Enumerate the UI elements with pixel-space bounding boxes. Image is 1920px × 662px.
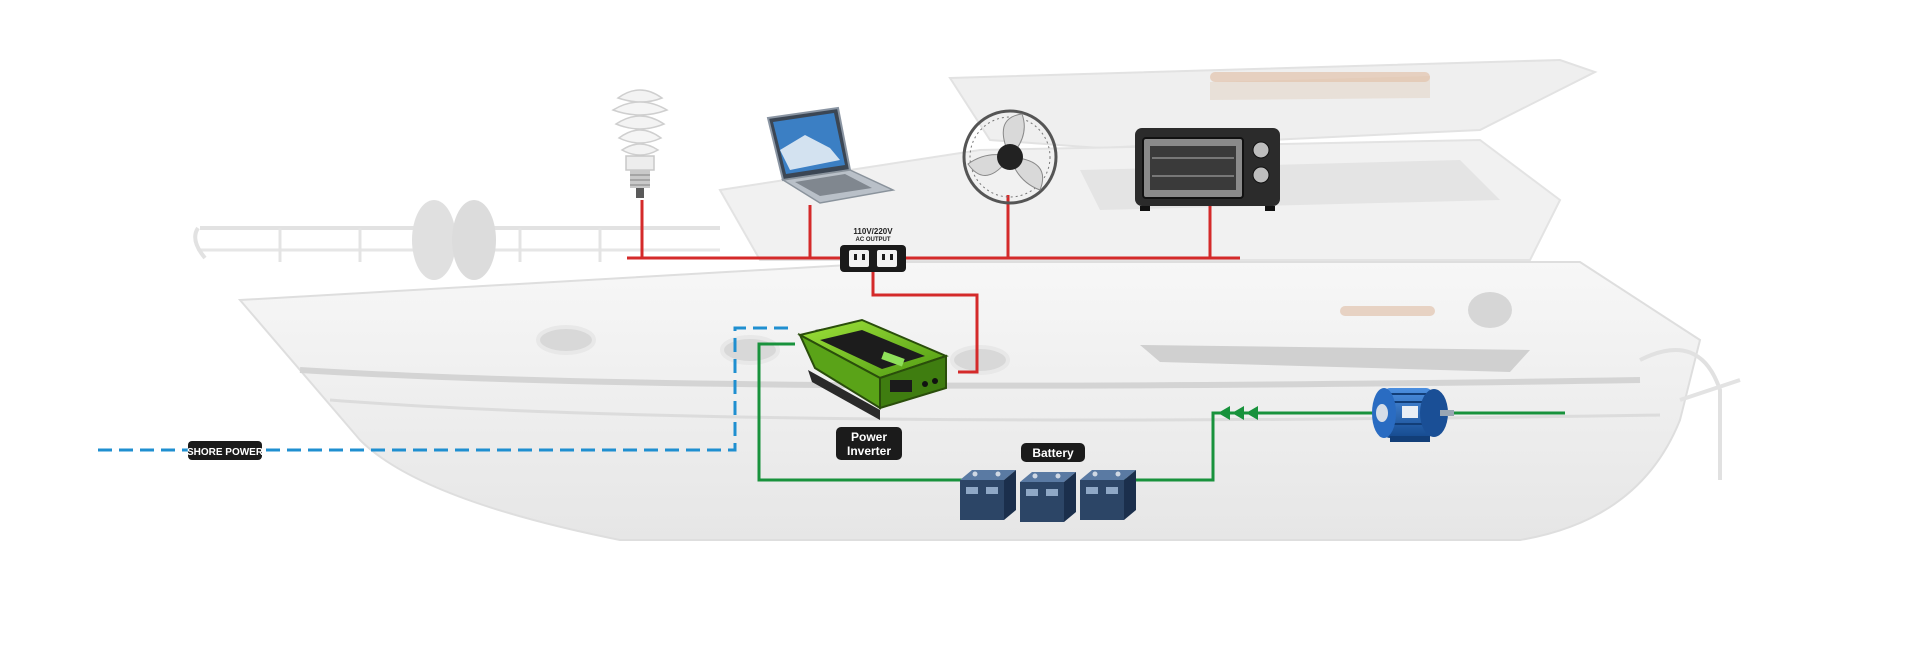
fan-icon <box>962 109 1058 205</box>
light-bulb-icon <box>611 89 669 198</box>
svg-text:Battery: Battery <box>1032 446 1074 460</box>
svg-text:Power: Power <box>851 430 887 444</box>
charging-line <box>1120 411 1373 482</box>
dc-wiring <box>757 342 990 482</box>
boat-illustration <box>193 58 1741 541</box>
battery-icon <box>960 470 1016 520</box>
ac-output-label-line1: 110V/220V <box>853 227 893 236</box>
power-inverter-label: Power Inverter <box>836 427 902 460</box>
laptop-icon <box>766 106 896 204</box>
battery-label: Battery <box>1021 443 1085 462</box>
shore-power-line <box>98 326 790 452</box>
svg-text:Inverter: Inverter <box>847 444 891 458</box>
battery-icon <box>1080 470 1136 520</box>
ac-output-label-line2: AC OUTPUT <box>856 237 891 243</box>
toaster-oven-icon <box>1135 128 1280 211</box>
outlet-icon <box>840 245 906 272</box>
inverter-icon <box>797 318 949 420</box>
battery-bank <box>960 470 1136 522</box>
ac-wiring <box>627 195 1240 374</box>
shore-power-label: SHORE POWER <box>187 441 264 460</box>
battery-icon <box>1020 472 1076 522</box>
svg-text:SHORE POWER: SHORE POWER <box>187 447 264 458</box>
motor-icon <box>1372 388 1454 442</box>
charge-arrows-icon <box>1218 406 1258 420</box>
